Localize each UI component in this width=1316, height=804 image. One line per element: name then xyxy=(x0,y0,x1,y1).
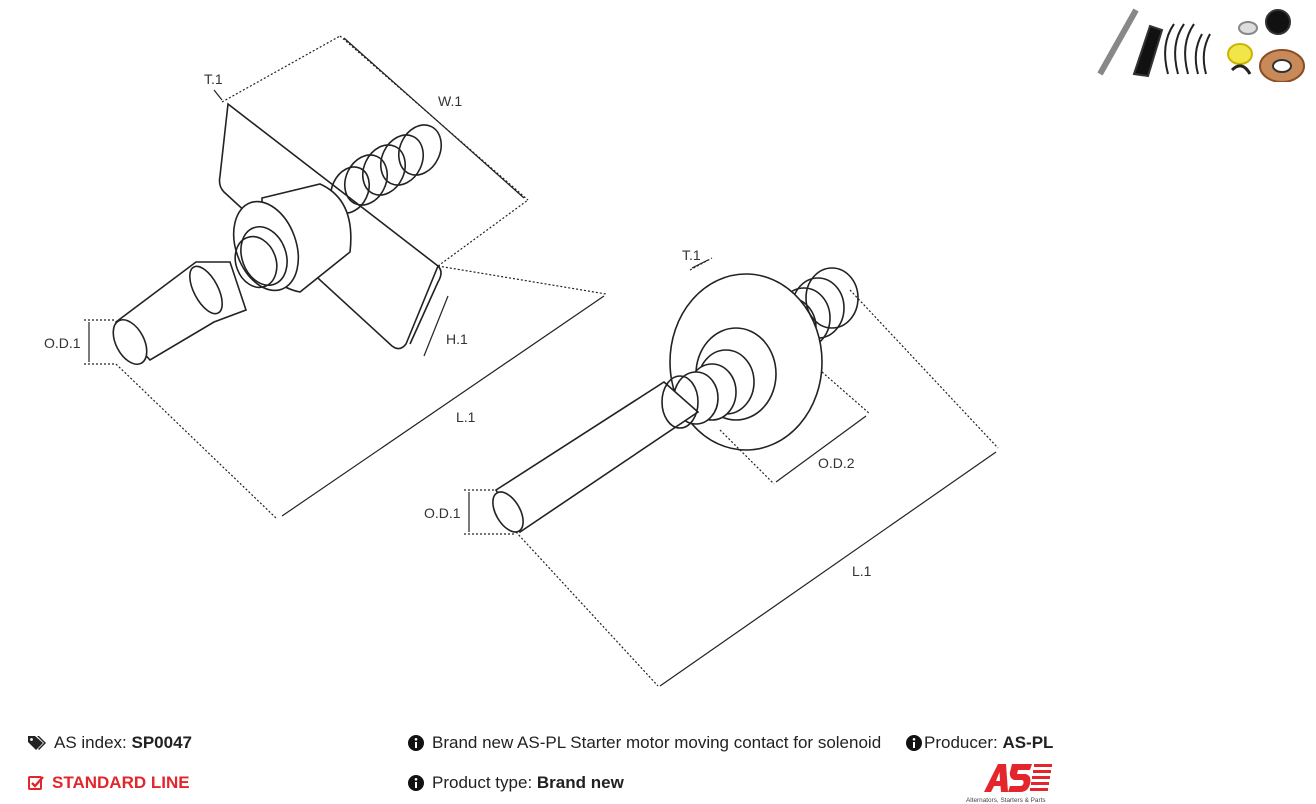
standard-line-row: STANDARD LINE xyxy=(28,773,190,793)
label-od1-part2: O.D.1 xyxy=(424,505,461,521)
producer-row: Producer: AS-PL xyxy=(906,733,1053,753)
as-index-value: SP0047 xyxy=(131,733,193,752)
description-row: Brand new AS-PL Starter motor moving con… xyxy=(408,733,928,753)
label-od2: O.D.2 xyxy=(818,455,855,471)
shaft-2 xyxy=(494,381,700,534)
label-od1-part1: O.D.1 xyxy=(44,335,81,351)
description-text: Brand new AS-PL Starter motor moving con… xyxy=(432,733,882,752)
label-h1: H.1 xyxy=(446,331,468,347)
product-type-row: Product type: Brand new xyxy=(408,773,624,793)
product-thumbnail[interactable] xyxy=(1090,4,1306,82)
shaft-1 xyxy=(114,261,248,362)
info-circle-icon xyxy=(906,735,922,751)
standard-line-label: STANDARD LINE xyxy=(52,773,190,792)
technical-drawing: T.1 W.1 H.1 O.D.1 L.1 T.1 O.D.2 xyxy=(44,35,999,687)
label-l1-part1: L.1 xyxy=(456,409,476,425)
tags-icon xyxy=(28,736,46,750)
as-index-label: AS index: xyxy=(54,733,127,752)
info-circle-icon xyxy=(408,775,424,791)
check-square-icon xyxy=(28,776,44,790)
as-pl-logo: Alternators, Starters & Parts xyxy=(966,764,1052,804)
logo-tagline: Alternators, Starters & Parts xyxy=(966,797,1046,804)
product-type-label: Product type: xyxy=(432,773,533,792)
label-t1-part1: T.1 xyxy=(204,71,223,87)
label-t1-part2: T.1 xyxy=(682,247,701,263)
label-w1: W.1 xyxy=(438,93,462,109)
info-circle-icon xyxy=(408,735,424,751)
as-index-row: AS index: SP0047 xyxy=(28,733,192,753)
product-type-value: Brand new xyxy=(536,773,624,792)
producer-value: AS-PL xyxy=(1002,733,1054,752)
label-l1-part2: L.1 xyxy=(852,563,872,579)
producer-label: Producer: xyxy=(924,733,998,752)
